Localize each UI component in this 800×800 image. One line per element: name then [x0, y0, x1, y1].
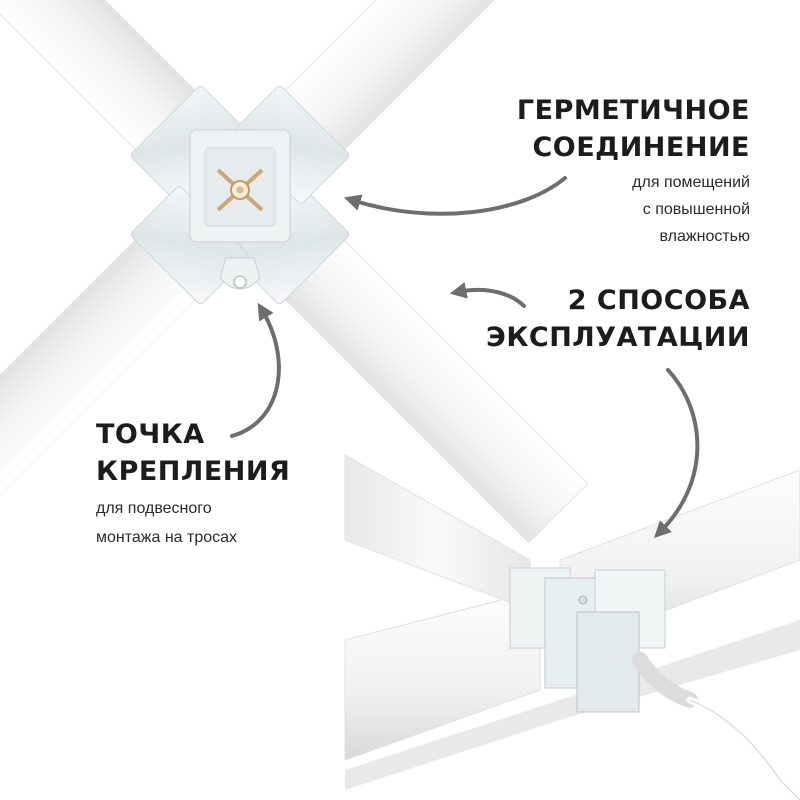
mounting-point [219, 257, 261, 290]
callout-title-line: КРЕПЛЕНИЯ [96, 456, 291, 487]
callout-mounting-point: ТОЧКА КРЕПЛЕНИЯ для подвесного монтажа н… [96, 416, 290, 548]
callout-operating-modes: 2 СПОСОБА ЭКСПЛУАТАЦИИ [486, 282, 750, 356]
callout-subtitle-line: монтажа на тросах [96, 529, 238, 546]
curved-arrow-icon [449, 282, 526, 308]
power-cable [632, 652, 800, 800]
lower-t-assembly [344, 454, 800, 800]
curved-arrow-icon [654, 368, 700, 538]
callout-title-line: ТОЧКА [96, 419, 205, 450]
callout-title-line: ЭКСПЛУАТАЦИИ [486, 322, 750, 353]
callout-subtitle-line: влажностью [659, 228, 750, 245]
callout-title-line: ГЕРМЕТИЧНОЕ [516, 95, 750, 126]
callout-title-line: 2 СПОСОБА [567, 285, 750, 316]
curved-arrow-icon [230, 302, 281, 438]
callout-subtitle-line: для подвесного [96, 500, 212, 517]
callout-title-line: СОЕДИНЕНИЕ [532, 132, 750, 163]
upper-cross-assembly [0, 0, 589, 544]
t-connector [509, 567, 666, 713]
callout-subtitle-line: для помещений [632, 174, 750, 191]
cross-connector-hub [189, 129, 291, 243]
curved-arrow-icon [343, 176, 567, 216]
callout-subtitle-line: с повышенной [642, 201, 750, 218]
callout-sealed-connection: ГЕРМЕТИЧНОЕ СОЕДИНЕНИЕ для помещений с п… [517, 92, 750, 247]
